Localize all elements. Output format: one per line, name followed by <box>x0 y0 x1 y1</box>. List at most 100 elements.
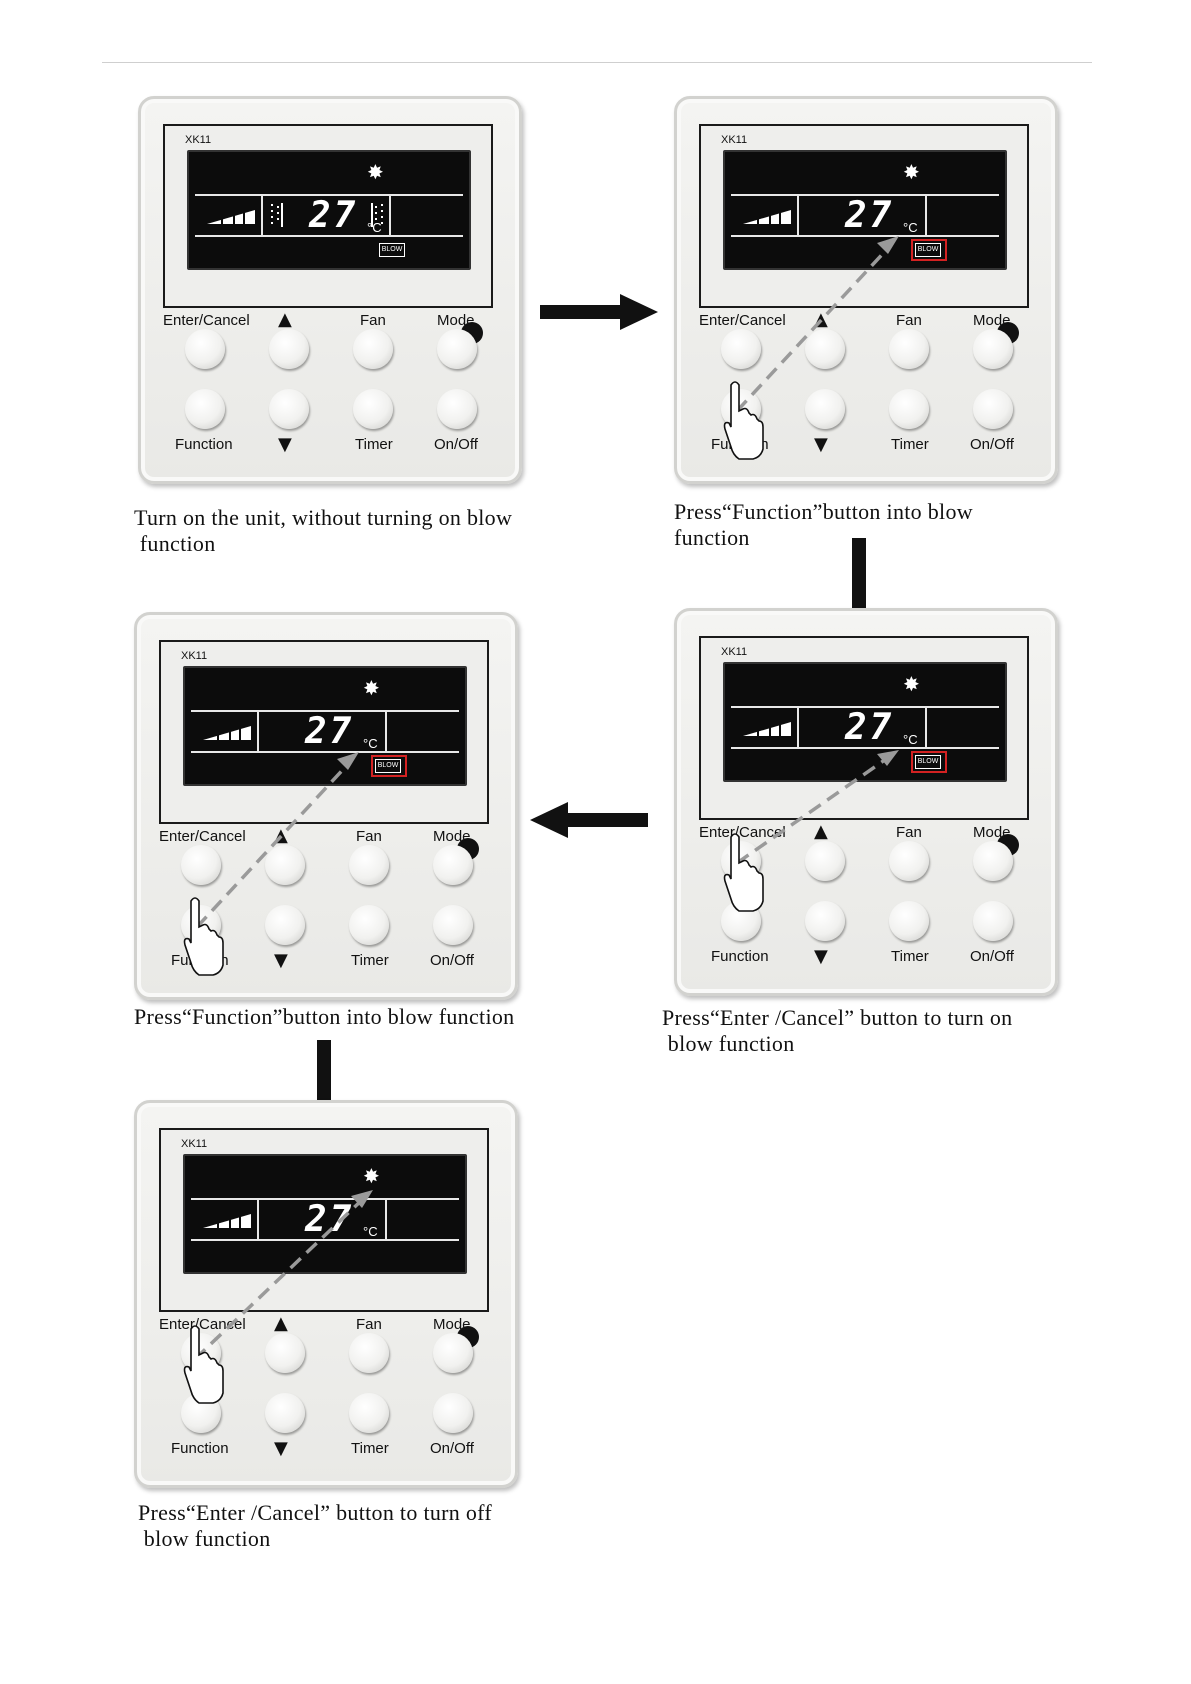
fan-speed-bars-icon <box>743 722 791 736</box>
lcd-display: ✸ 27 °C <box>183 1154 467 1274</box>
arrow-left-icon <box>530 802 648 838</box>
mode-button[interactable] <box>433 1333 473 1373</box>
enter-cancel-button[interactable] <box>181 1333 221 1373</box>
mode-button[interactable] <box>437 329 477 369</box>
enter-cancel-label: Enter/Cancel <box>159 828 246 845</box>
enter-cancel-button[interactable] <box>721 841 761 881</box>
enter-cancel-label: Enter/Cancel <box>159 1316 246 1333</box>
fan-button[interactable] <box>349 845 389 885</box>
fan-speed-bars-icon <box>207 210 255 224</box>
on-off-button[interactable] <box>973 389 1013 429</box>
on-off-button[interactable] <box>973 901 1013 941</box>
lcd-display: ✸ 27 °C BLOW <box>183 666 467 786</box>
temperature-unit: °C <box>903 220 918 235</box>
display-frame: XK11 ✸ 27 °C <box>159 1128 489 1348</box>
temperature-unit: °C <box>903 732 918 747</box>
enter-cancel-button[interactable] <box>721 329 761 369</box>
timer-button[interactable] <box>353 389 393 429</box>
on-off-label: On/Off <box>970 436 1014 453</box>
on-off-button[interactable] <box>437 389 477 429</box>
timer-button[interactable] <box>889 901 929 941</box>
blow-indicator: BLOW <box>379 243 405 257</box>
temperature-unit: °C <box>363 1224 378 1239</box>
lcd-display: ✸ 27 °C BLOW <box>723 662 1007 782</box>
function-button[interactable] <box>185 389 225 429</box>
fan-button[interactable] <box>889 841 929 881</box>
snowflake-icon: ✸ <box>367 160 384 184</box>
timer-label: Timer <box>351 1440 389 1457</box>
function-button[interactable] <box>181 1393 221 1433</box>
model-label: XK11 <box>721 646 748 658</box>
timer-label: Timer <box>891 948 929 965</box>
step-2-caption: Press“Function”button into blow function <box>674 499 973 550</box>
controller-panel-step-5: XK11 ✸ 27 °C Enter/Cancel ▲ Fa <box>134 1100 518 1488</box>
down-arrow-icon: ▼ <box>814 434 828 455</box>
up-button[interactable] <box>805 841 845 881</box>
fan-button[interactable] <box>353 329 393 369</box>
model-label: XK11 <box>181 650 208 662</box>
snowflake-icon: ✸ <box>363 1164 380 1188</box>
enter-cancel-label: Enter/Cancel <box>699 824 786 841</box>
timer-button[interactable] <box>349 905 389 945</box>
top-divider <box>102 62 1092 63</box>
up-arrow-icon: ▲ <box>814 309 828 330</box>
down-button[interactable] <box>805 389 845 429</box>
display-frame: XK11 ✸ 27 °C BLOW <box>163 124 493 344</box>
timer-label: Timer <box>891 436 929 453</box>
down-button[interactable] <box>265 1393 305 1433</box>
up-button[interactable] <box>269 329 309 369</box>
mode-label: Mode <box>433 828 471 845</box>
step-1-caption: Turn on the unit, without turning on blo… <box>134 505 513 556</box>
fan-button[interactable] <box>889 329 929 369</box>
airflow-swing-icon <box>271 203 283 227</box>
up-button[interactable] <box>265 845 305 885</box>
enter-cancel-label: Enter/Cancel <box>163 312 250 329</box>
controller-panel-step-4: XK11 ✸ 27 °C BLOW Enter/Cancel ▲ <box>674 608 1058 996</box>
model-label: XK11 <box>721 134 748 146</box>
blow-highlight-box <box>371 755 407 777</box>
snowflake-icon: ✸ <box>363 676 380 700</box>
mode-label: Mode <box>973 312 1011 329</box>
up-arrow-icon: ▲ <box>278 309 292 330</box>
on-off-button[interactable] <box>433 1393 473 1433</box>
up-button[interactable] <box>265 1333 305 1373</box>
function-label: Function <box>711 436 769 453</box>
lcd-display: ✸ 27 °C BLOW <box>187 150 471 270</box>
down-arrow-icon: ▼ <box>814 946 828 967</box>
up-arrow-icon: ▲ <box>274 1313 288 1334</box>
up-button[interactable] <box>805 329 845 369</box>
mode-button[interactable] <box>973 329 1013 369</box>
mode-label: Mode <box>973 824 1011 841</box>
step-4-caption: Press“Enter /Cancel” button to turn on b… <box>662 1005 1013 1056</box>
timer-label: Timer <box>351 952 389 969</box>
mode-button[interactable] <box>973 841 1013 881</box>
fan-label: Fan <box>896 312 922 329</box>
down-arrow-icon: ▼ <box>274 950 288 971</box>
function-button[interactable] <box>721 389 761 429</box>
snowflake-icon: ✸ <box>903 672 920 696</box>
on-off-label: On/Off <box>434 436 478 453</box>
fan-label: Fan <box>356 1316 382 1333</box>
airflow-swing-icon <box>371 203 383 227</box>
temperature-unit: °C <box>367 220 382 235</box>
timer-button[interactable] <box>349 1393 389 1433</box>
up-arrow-icon: ▲ <box>274 825 288 846</box>
enter-cancel-button[interactable] <box>181 845 221 885</box>
down-button[interactable] <box>805 901 845 941</box>
on-off-label: On/Off <box>430 952 474 969</box>
timer-button[interactable] <box>889 389 929 429</box>
mode-button[interactable] <box>433 845 473 885</box>
timer-label: Timer <box>355 436 393 453</box>
function-button[interactable] <box>721 901 761 941</box>
display-frame: XK11 ✸ 27 °C BLOW <box>159 640 489 860</box>
function-label: Function <box>175 436 233 453</box>
enter-cancel-button[interactable] <box>185 329 225 369</box>
lcd-display: ✸ 27 °C BLOW <box>723 150 1007 270</box>
mode-label: Mode <box>437 312 475 329</box>
model-label: XK11 <box>185 134 212 146</box>
on-off-button[interactable] <box>433 905 473 945</box>
fan-button[interactable] <box>349 1333 389 1373</box>
down-button[interactable] <box>269 389 309 429</box>
function-button[interactable] <box>181 905 221 945</box>
down-button[interactable] <box>265 905 305 945</box>
